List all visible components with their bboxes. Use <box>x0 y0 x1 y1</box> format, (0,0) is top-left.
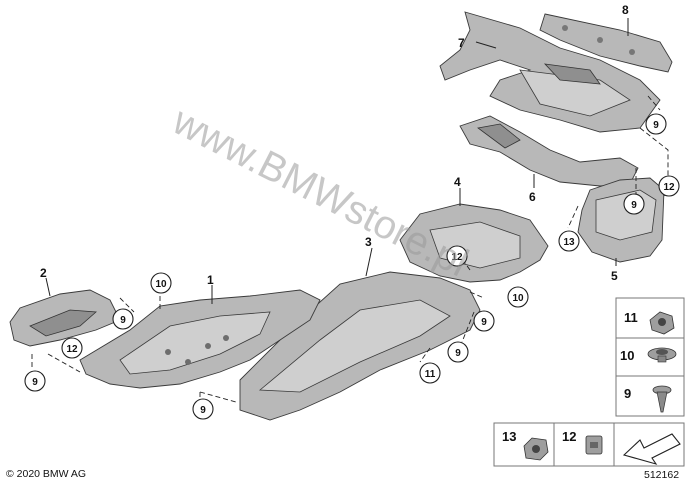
legend-label-10: 10 <box>620 348 634 363</box>
legend-panel-bottom: 13 12 <box>493 422 685 467</box>
screw-9-icon <box>652 385 672 413</box>
callout-12-c: 12 <box>658 175 680 197</box>
part-8-strip <box>539 13 673 73</box>
svg-text:9: 9 <box>631 200 637 211</box>
callout-13-a: 13 <box>558 230 580 252</box>
part-number-1: 1 <box>207 273 214 287</box>
legend-label-11: 11 <box>624 310 638 325</box>
part-number-8: 8 <box>622 3 629 17</box>
clip-10-icon <box>647 347 677 363</box>
callout-10-a: 10 <box>150 272 172 294</box>
svg-text:9: 9 <box>120 315 126 326</box>
svg-text:10: 10 <box>155 279 167 290</box>
callout-12-b: 12 <box>446 245 468 267</box>
callout-9-c: 9 <box>192 398 214 420</box>
nut-11-icon <box>649 311 675 335</box>
svg-text:12: 12 <box>451 252 463 263</box>
callout-9-e: 9 <box>473 310 495 332</box>
legend-label-12: 12 <box>562 429 576 444</box>
svg-text:12: 12 <box>66 344 78 355</box>
part-number-2: 2 <box>40 266 47 280</box>
callout-9-f: 9 <box>623 193 645 215</box>
part-number-6: 6 <box>529 190 536 204</box>
svg-text:13: 13 <box>563 237 575 248</box>
part-3-panel <box>239 271 481 421</box>
part-6-channel <box>459 115 639 187</box>
callout-10-b: 10 <box>507 286 529 308</box>
callout-9-g: 9 <box>645 113 667 135</box>
svg-text:9: 9 <box>32 377 38 388</box>
legend-label-9: 9 <box>624 386 631 401</box>
svg-text:9: 9 <box>200 405 206 416</box>
svg-text:9: 9 <box>455 348 461 359</box>
watermark-text: www.BMWstore.pl <box>165 98 475 285</box>
clip-12-icon <box>585 435 603 455</box>
direction-arrow-icon <box>622 433 681 465</box>
part-number-5: 5 <box>611 269 618 283</box>
nut-13-icon <box>523 437 549 461</box>
callout-9-b: 9 <box>112 308 134 330</box>
svg-text:10: 10 <box>512 293 524 304</box>
callout-9-d: 9 <box>447 341 469 363</box>
part-number-7: 7 <box>458 36 465 50</box>
part-5-box <box>577 177 665 263</box>
legend-label-13: 13 <box>502 429 516 444</box>
leader-lines <box>31 95 669 403</box>
callout-12-a: 12 <box>61 337 83 359</box>
copyright-text: © 2020 BMW AG <box>6 468 86 480</box>
svg-text:11: 11 <box>425 369 436 380</box>
part-1-panel <box>79 289 321 389</box>
part-number-4: 4 <box>454 175 461 189</box>
svg-text:12: 12 <box>663 182 675 193</box>
part-number-3: 3 <box>365 235 372 249</box>
part-2-shield <box>9 289 121 347</box>
callout-11-a: 11 <box>419 362 441 384</box>
diagram-id: 512162 <box>644 469 679 481</box>
callout-9-a: 9 <box>24 370 46 392</box>
svg-text:9: 9 <box>481 317 487 328</box>
part-7-shield <box>439 11 661 133</box>
legend-panel-right: 11 10 9 <box>615 297 685 417</box>
svg-text:9: 9 <box>653 120 659 131</box>
